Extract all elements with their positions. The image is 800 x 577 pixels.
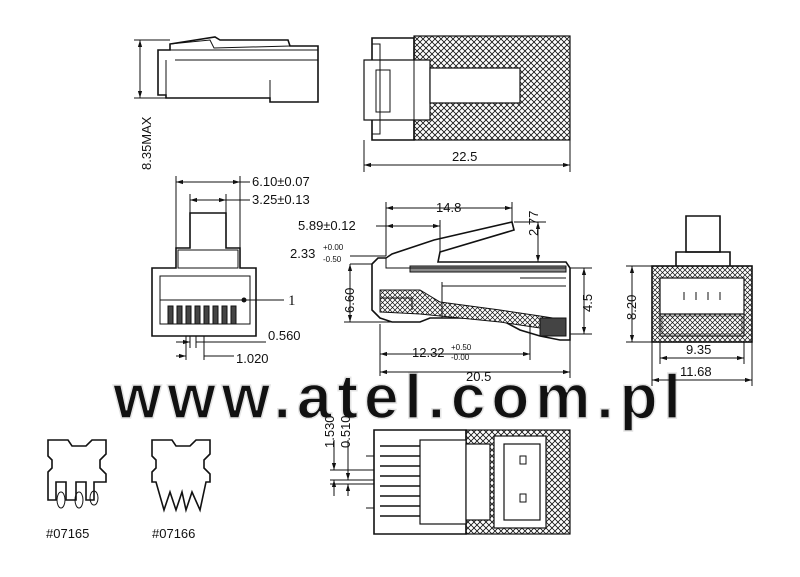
part-code-07166: #07166 xyxy=(152,526,195,541)
dim-width-outer: 6.10±0.07 xyxy=(252,174,310,189)
plug-bottom-view: 1.530 0.510 xyxy=(322,415,571,535)
dim-step-base: 2.33 xyxy=(290,246,315,261)
dim-len-latch: 14.8 xyxy=(436,200,461,215)
dim-body-height: 6.60 xyxy=(342,288,357,313)
part-07165: #07165 xyxy=(46,439,107,541)
plug-side-view: 8.35MAX xyxy=(134,36,319,170)
dim-len-wire-base: 12.32 xyxy=(412,345,445,360)
dim-wire-height: 4.5 xyxy=(580,294,595,312)
part-07166: #07166 xyxy=(151,439,211,541)
dim-latch-gap: 2.77 xyxy=(526,211,541,236)
part-code-07165: #07165 xyxy=(46,526,89,541)
dim-length-top: 22.5 xyxy=(452,149,477,164)
bottom-contacts xyxy=(380,445,420,517)
pin-callout: 1 xyxy=(288,293,296,309)
dim-end-inner-width: 9.35 xyxy=(686,342,711,357)
dim-pin-pitch: 0.560 xyxy=(268,328,301,343)
pin1-marker xyxy=(241,297,247,303)
dim-bottom-gap1: 1.530 xyxy=(322,415,337,448)
dim-bottom-gap2: 0.510 xyxy=(338,415,353,448)
dim-width-inner: 3.25±0.13 xyxy=(252,192,310,207)
plug-cross-section: 14.8 5.89±0.12 2.77 2.33 +0.00 -0.50 6.6… xyxy=(290,200,595,384)
dim-len-wire-tol-minus: -0.00 xyxy=(451,353,470,362)
dim-pin-span: 1.020 xyxy=(236,351,269,366)
front-contacts xyxy=(167,305,237,325)
watermark: www.atel.com.pl xyxy=(112,363,686,432)
dim-end-outer-width: 11.68 xyxy=(680,364,712,379)
dim-len-total: 20.5 xyxy=(466,369,491,384)
plug-end-view: 8.20 9.35 11.68 xyxy=(624,215,753,386)
dim-height-max: 8.35MAX xyxy=(139,116,154,170)
dim-len-wire-tol-plus: +0.50 xyxy=(451,343,472,352)
dim-end-height: 8.20 xyxy=(624,295,639,320)
dim-len-front: 5.89±0.12 xyxy=(298,218,356,233)
dim-step-tol-minus: -0.50 xyxy=(323,255,342,264)
plug-front-view: 1 6.10±0.07 3.25±0.13 0.560 1.020 xyxy=(151,174,310,366)
dim-step-tol-plus: +0.00 xyxy=(323,243,344,252)
plug-top-view: 22.5 xyxy=(363,35,571,172)
